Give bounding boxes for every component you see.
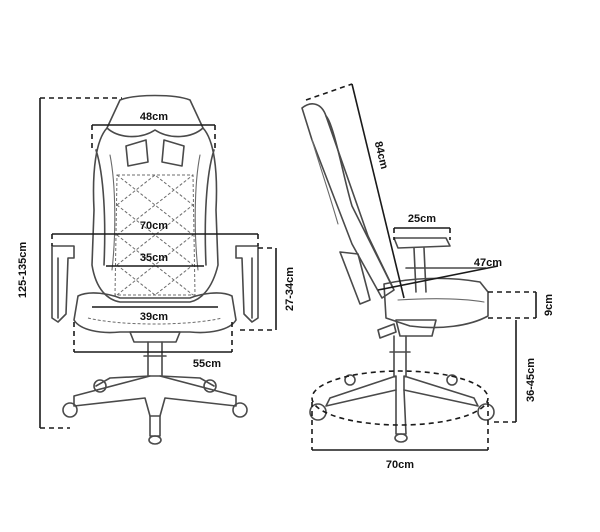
base-diameter-ellipse bbox=[311, 370, 489, 426]
front-dimensions bbox=[39, 97, 277, 429]
backrest-length-dim bbox=[351, 83, 405, 299]
armrest-length-label: 25cm bbox=[408, 213, 436, 225]
seat-height-label: 36-45cm bbox=[525, 358, 537, 402]
seat-depth-label: 47cm bbox=[474, 257, 502, 269]
seat-thickness-label: 9cm bbox=[543, 294, 555, 316]
front-chair-drawing bbox=[51, 94, 259, 445]
total-height-label: 125-135cm bbox=[17, 242, 29, 298]
seat-depth-dim bbox=[377, 265, 499, 291]
seat-width-label: 39cm bbox=[140, 311, 168, 323]
armrest-span-label: 70cm bbox=[140, 220, 168, 232]
seat-inner-width-label: 35cm bbox=[140, 252, 168, 264]
base-diameter-label: 70cm bbox=[386, 459, 414, 471]
backrest-length-label: 84cm bbox=[372, 140, 391, 170]
side-chair-drawing bbox=[301, 103, 495, 443]
side-dimensions bbox=[305, 83, 537, 451]
armrest-height-label: 27-34cm bbox=[284, 267, 296, 311]
base-width-label: 55cm bbox=[193, 358, 221, 370]
backrest-width-label: 48cm bbox=[140, 111, 168, 123]
